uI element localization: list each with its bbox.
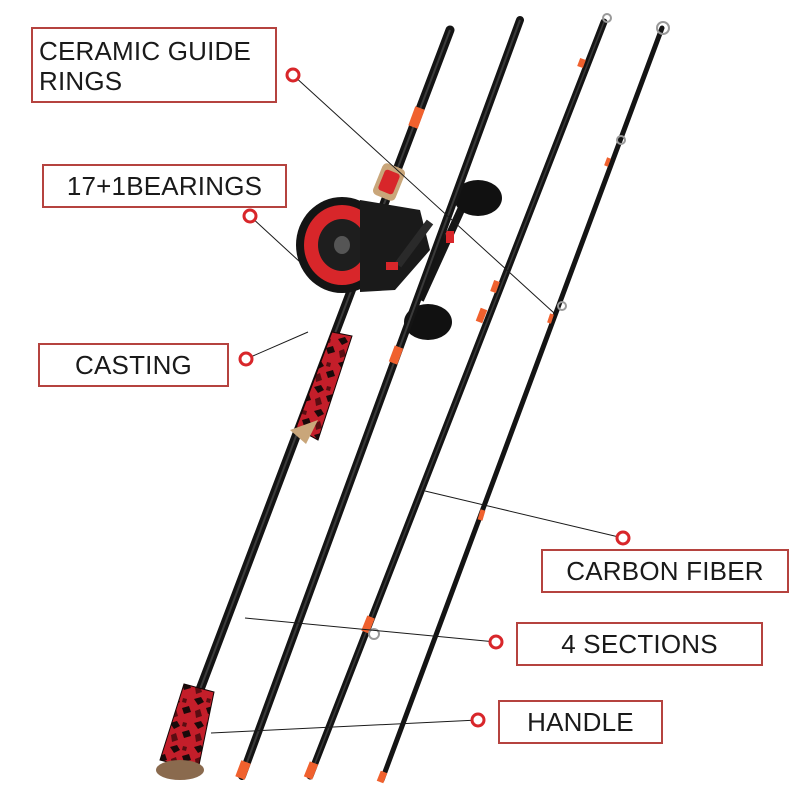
- label-casting: CASTING: [38, 343, 229, 387]
- tip-top-ring: [656, 21, 670, 35]
- rod-section-3: [303, 13, 612, 780]
- label-carbon-fiber-text: CARBON FIBER: [566, 555, 764, 586]
- label-4-sections: 4 SECTIONS: [516, 622, 763, 666]
- label-bearings-text: 17+1BEARINGS: [66, 170, 263, 201]
- ferrule-band: [408, 106, 425, 129]
- label-handle-text: HANDLE: [527, 706, 634, 737]
- label-casting-text: CASTING: [75, 349, 192, 380]
- rod-section-2: [235, 16, 524, 780]
- cork-butt-cap: [156, 760, 204, 780]
- marker-dot: [238, 351, 254, 367]
- marker-dot: [285, 67, 301, 83]
- reel-knob-top: [454, 180, 502, 216]
- label-ceramic-guide-rings: CERAMIC GUIDE RINGS: [31, 27, 277, 103]
- label-4-sections-text: 4 SECTIONS: [561, 628, 718, 659]
- rod-section-1: [156, 25, 455, 780]
- guide-ring: [368, 628, 380, 640]
- callout-lines: [210, 74, 624, 734]
- marker-dot: [470, 712, 486, 728]
- label-ceramic-guide-rings-text: CERAMIC GUIDE RINGS: [39, 36, 252, 96]
- marker-dot: [488, 634, 504, 650]
- guide-ring: [557, 301, 567, 311]
- label-carbon-fiber: CARBON FIBER: [541, 549, 789, 593]
- baitcasting-reel: [296, 180, 502, 340]
- marker-dot: [615, 530, 631, 546]
- marker-dot: [242, 208, 258, 224]
- rod-section-4-tip: [376, 21, 670, 784]
- label-bearings: 17+1BEARINGS: [42, 164, 287, 208]
- label-handle: HANDLE: [498, 700, 663, 744]
- callout-markers: [238, 67, 631, 728]
